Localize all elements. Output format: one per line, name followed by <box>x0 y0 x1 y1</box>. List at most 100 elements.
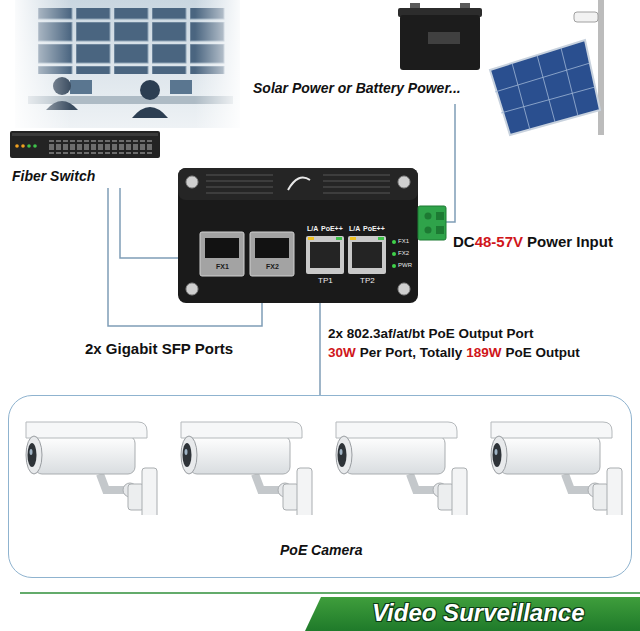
node-label: Fiber Switch <box>12 168 95 184</box>
indicator-label: FX2 <box>398 250 409 257</box>
device-housing-part <box>418 206 446 240</box>
device-housing-part <box>310 242 340 268</box>
camera-icons-part <box>336 422 467 520</box>
device-housing-part <box>186 283 198 295</box>
camera-icons-part <box>181 422 312 520</box>
device-housing-part-part <box>323 174 390 176</box>
solar-panel-icon-part <box>495 63 590 92</box>
device-housing-part-part <box>206 174 273 176</box>
solar-panel-icon-part <box>501 87 595 113</box>
indicator-label: FX1 <box>398 238 409 245</box>
device-housing-part <box>392 264 396 268</box>
spec-value: 48-57V <box>475 233 523 251</box>
device-housing-part <box>378 237 384 240</box>
device-housing-part-part <box>206 186 273 188</box>
device-housing-part <box>436 212 444 220</box>
fiber-switch-icon-part <box>15 144 19 148</box>
poe-spec-line: 30WPer Port, Totally189W PoE Output <box>328 345 580 361</box>
node-label: Solar Power or Battery Power... <box>253 80 461 96</box>
device-housing-part-part <box>323 180 390 182</box>
device-housing-part <box>306 236 344 274</box>
indicator-label: PWR <box>398 262 412 269</box>
device-housing-part-part <box>323 192 390 194</box>
fiber-switch-icon-part <box>10 131 160 158</box>
port-label: TP1 <box>318 276 333 285</box>
banner-title: Video Surveillance <box>372 599 585 627</box>
camera-icons-part <box>26 422 157 520</box>
device-housing-part <box>348 236 386 274</box>
camera-icons-part <box>491 422 622 520</box>
video-surveillance-banner: Video Surveillance <box>305 597 640 631</box>
device-housing <box>178 168 448 303</box>
banner-shape-part <box>305 597 640 631</box>
fiber-switch: Fiber Switch <box>8 128 168 188</box>
monitoring-room-part <box>15 0 240 128</box>
fiber-switch-icon-part <box>12 133 158 136</box>
solar-panel-icon-part <box>574 12 598 22</box>
device-housing-part <box>336 237 342 240</box>
spec-text: Power Input <box>527 233 613 251</box>
device-housing-part <box>392 240 396 244</box>
fiber-switch-icon-part <box>33 144 37 148</box>
camera-icons <box>26 422 622 520</box>
device-housing-part <box>392 252 396 256</box>
device-housing-part <box>308 237 314 240</box>
device-housing-part <box>250 232 294 276</box>
poe-switch-device: FX1FX2L/APoE++L/APoE++TP1TP2FX1FX2PWR <box>178 168 418 303</box>
power-spec-line: DC48-57VPower Input <box>453 233 613 251</box>
device-housing-part <box>178 168 418 200</box>
led-label: PoE++ <box>363 225 385 233</box>
cable-line <box>319 303 321 395</box>
device-housing-part <box>398 283 410 295</box>
fiber-switch-icon <box>10 131 160 158</box>
spec-text: PoE Output <box>506 345 580 361</box>
solar-panel-icon <box>490 0 604 135</box>
battery-icon-part <box>428 32 460 44</box>
device-housing-part <box>186 176 198 188</box>
device-housing-part-part <box>206 180 273 182</box>
node-label: PoE Camera <box>280 542 362 558</box>
device-housing-part <box>425 213 432 220</box>
cable-line <box>418 104 455 222</box>
solar-panel-icon-part <box>512 63 530 130</box>
port-label: FX1 <box>216 263 229 271</box>
spec-text: 2x 802.3af/at/bt PoE Output Port <box>328 326 534 342</box>
device-housing-part <box>398 176 410 188</box>
port-label: TP2 <box>360 276 375 285</box>
spec-text: 2x Gigabit SFP Ports <box>85 340 233 358</box>
cable-line <box>120 188 178 258</box>
led-label: L/A <box>307 225 318 233</box>
device-housing-part <box>350 237 356 240</box>
led-label: L/A <box>349 225 360 233</box>
device-housing-part <box>255 238 289 258</box>
spec-value: 189W <box>466 345 501 361</box>
device-housing-part <box>200 232 244 276</box>
spec-value: 30W <box>328 345 356 361</box>
device-housing-part-part <box>206 192 273 194</box>
battery-icon <box>398 3 482 70</box>
solar-panel-icon-part <box>561 48 578 116</box>
device-housing-part <box>205 238 239 258</box>
device-housing-part <box>352 242 382 268</box>
device-housing-part <box>178 168 418 303</box>
spec-text: DC <box>453 233 475 251</box>
device-housing-part <box>436 226 444 234</box>
fiber-switch-icon-part <box>21 144 25 148</box>
poe-camera-group: PoE Camera <box>8 395 632 578</box>
fiber-switch-icon-part <box>48 140 153 154</box>
battery-icon-part <box>400 15 480 70</box>
power-source: Solar Power or Battery Power... <box>250 0 630 104</box>
monitoring-room <box>15 0 240 128</box>
device-housing-part-part <box>323 186 390 188</box>
device-housing-part <box>425 227 432 234</box>
fiber-switch-icon-part <box>27 144 31 148</box>
led-label: PoE++ <box>321 225 343 233</box>
banner-rule <box>20 592 640 594</box>
monitoring-room-part <box>15 0 240 128</box>
solar-panel-icon-part <box>537 55 555 122</box>
device-housing-part <box>206 175 390 193</box>
spec-text: Per Port, Totally <box>360 345 463 361</box>
device-housing-part <box>288 178 310 190</box>
port-label: FX2 <box>266 263 279 271</box>
